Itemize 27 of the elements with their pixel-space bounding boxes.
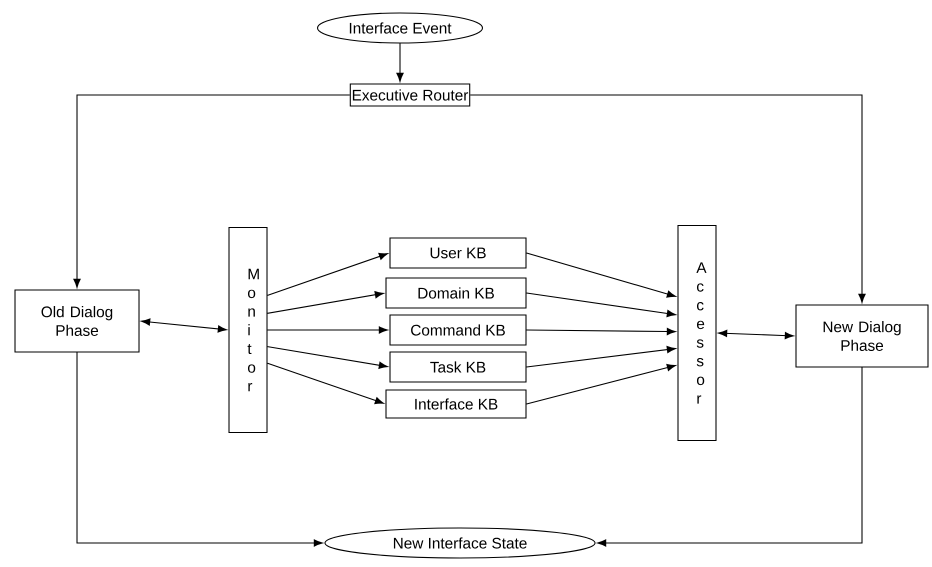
arrow xyxy=(268,326,388,334)
arrow xyxy=(76,352,323,547)
arrow xyxy=(526,346,676,368)
arrow xyxy=(526,292,676,318)
arrow xyxy=(718,330,794,340)
process-box: Executive Router xyxy=(350,83,470,107)
process-box: Old Dialog Phase xyxy=(14,289,140,353)
process-box: Monitor xyxy=(228,226,268,434)
arrow xyxy=(526,252,676,298)
knowledge-base-box: Domain KB xyxy=(385,277,527,309)
arrow xyxy=(141,318,227,333)
arrow xyxy=(470,94,866,303)
arrow xyxy=(267,346,388,369)
arrow xyxy=(597,368,863,547)
arrow xyxy=(526,328,676,336)
arrow xyxy=(267,291,384,314)
arrow xyxy=(396,44,404,82)
arrow xyxy=(267,362,384,404)
arrow xyxy=(526,364,676,404)
knowledge-base-box: Interface KB xyxy=(385,389,527,419)
arrow xyxy=(267,252,388,296)
arrow xyxy=(73,94,350,288)
process-box: Accessor xyxy=(677,224,717,442)
process-box: New Dialog Phase xyxy=(795,304,929,368)
knowledge-base-box: User KB xyxy=(389,237,527,269)
knowledge-base-box: Task KB xyxy=(389,351,527,383)
knowledge-base-box: Command KB xyxy=(389,314,527,346)
